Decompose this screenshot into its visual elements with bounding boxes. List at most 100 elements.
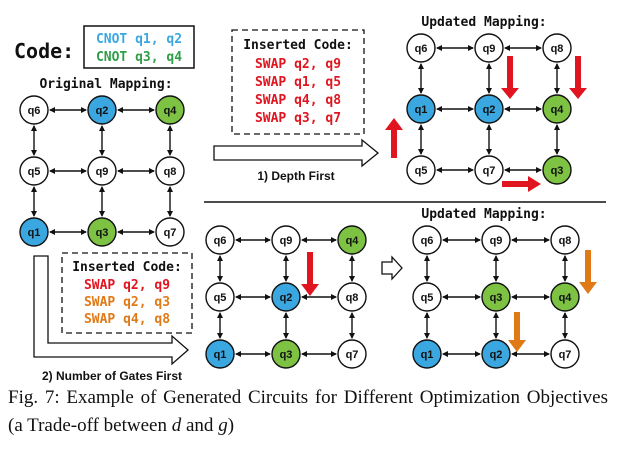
qubit-node	[474, 94, 504, 124]
qubit-node	[542, 94, 572, 124]
qubit-node	[271, 225, 301, 255]
qubit-node	[337, 225, 367, 255]
qubit-node	[19, 217, 49, 247]
depth-swap-1: SWAP q2, q9	[255, 57, 341, 72]
qubit-label: q1	[415, 104, 428, 116]
qubit-node	[205, 225, 235, 255]
depth-swap-3: SWAP q4, q8	[255, 93, 341, 108]
depth-swap-arrows	[385, 56, 587, 192]
caption-var-g: g	[218, 415, 228, 436]
qubit-node	[87, 156, 117, 186]
qubit-node	[87, 95, 117, 125]
gates-inserted-code: Inserted Code: SWAP q2, q9 SWAP q2, q3 S…	[61, 252, 193, 334]
qubit-label: q9	[280, 235, 293, 247]
gates-swap-1: SWAP q2, q9	[84, 278, 170, 293]
qubit-label: q6	[28, 105, 41, 117]
qubit-node	[337, 339, 367, 369]
qubit-label: q3	[551, 165, 564, 177]
depth-first-block-arrow	[213, 138, 380, 168]
qubit-label: q5	[415, 165, 428, 177]
depth-first-label: 1) Depth First	[257, 169, 334, 183]
qubit-node	[412, 339, 442, 369]
qubit-label: q7	[483, 165, 496, 177]
qubit-label: q3	[490, 292, 503, 304]
qubit-label: q6	[214, 235, 227, 247]
code-box	[83, 25, 195, 69]
depth-swap-2: SWAP q1, q5	[255, 75, 341, 90]
qubit-label: q4	[559, 292, 573, 304]
qubit-node	[406, 33, 436, 63]
qubit-node	[19, 156, 49, 186]
qubit-node	[406, 155, 436, 185]
qubit-node	[474, 33, 504, 63]
original-mapping-title: Original Mapping:	[39, 77, 172, 92]
caption-middle: and	[181, 415, 219, 436]
red-arrow-up	[385, 118, 403, 158]
updated-mapping-title-top: Updated Mapping:	[421, 15, 546, 30]
qubit-node	[155, 156, 185, 186]
orange-arrow-down-1	[579, 250, 597, 294]
qubit-label: q9	[96, 166, 109, 178]
qubit-label: q9	[483, 43, 496, 55]
caption-var-d: d	[171, 415, 182, 436]
caption-suffix: )	[227, 415, 235, 436]
code-block: Code: CNOT q1, q2 CNOT q3, q4	[14, 25, 195, 69]
qubit-node	[481, 225, 511, 255]
qubit-label: q9	[490, 235, 503, 247]
qubit-label: q1	[421, 349, 434, 361]
qubit-node	[87, 217, 117, 247]
inserted-code-title-1: Inserted Code:	[243, 38, 353, 53]
qubit-node	[542, 33, 572, 63]
qubit-label: q8	[559, 235, 572, 247]
figure-caption: Fig. 7: Example of Generated Circuits fo…	[8, 384, 608, 440]
gates-swap-2: SWAP q2, q3	[84, 295, 170, 310]
orange-arrow-down-2	[508, 312, 526, 352]
qubit-node	[406, 94, 436, 124]
red-arrow-down-1	[501, 56, 519, 99]
qubit-node	[550, 339, 580, 369]
qubit-node	[337, 282, 367, 312]
inserted-code-box-2	[61, 252, 193, 334]
qubit-node	[205, 339, 235, 369]
qubit-node	[271, 282, 301, 312]
qubit-label: q4	[346, 235, 360, 247]
red-arrow-down-mid	[301, 252, 319, 296]
qubit-node	[542, 155, 572, 185]
qubit-node	[481, 339, 511, 369]
qubit-label: q1	[28, 227, 41, 239]
qubit-label: q3	[96, 227, 109, 239]
inserted-code-box-1	[231, 29, 365, 135]
qubit-node	[205, 282, 235, 312]
open-arrow-small	[381, 255, 403, 281]
qubit-label: q2	[490, 349, 503, 361]
gates-block-arrow	[33, 255, 189, 366]
qubit-label: q4	[551, 104, 565, 116]
qubit-node	[271, 339, 301, 369]
qubit-node	[550, 282, 580, 312]
caption-prefix: Fig. 7: Example of Generated Circuits fo…	[8, 387, 608, 436]
qubit-label: q5	[214, 292, 227, 304]
qubit-label: q4	[164, 105, 178, 117]
qubit-node	[19, 95, 49, 125]
code-label: Code:	[14, 39, 74, 63]
code-line-1: CNOT q1, q2	[96, 32, 182, 47]
qubit-label: q8	[164, 166, 177, 178]
qubit-label: q6	[415, 43, 428, 55]
gates-swap-3: SWAP q4, q8	[84, 312, 170, 327]
qubit-node	[474, 155, 504, 185]
qubit-node	[155, 95, 185, 125]
code-line-2: CNOT q3, q4	[96, 50, 182, 65]
qubit-label: q7	[346, 349, 359, 361]
qubit-node	[412, 282, 442, 312]
depth-first-inserted-code: Inserted Code: SWAP q2, q9 SWAP q1, q5 S…	[231, 29, 365, 135]
qubit-label: q5	[421, 292, 434, 304]
qubit-label: q8	[551, 43, 564, 55]
qubit-label: q2	[280, 292, 293, 304]
red-arrow-down-2	[569, 56, 587, 99]
gates-first-label: 2) Number of Gates First	[42, 369, 182, 383]
red-arrow-right	[502, 176, 541, 192]
